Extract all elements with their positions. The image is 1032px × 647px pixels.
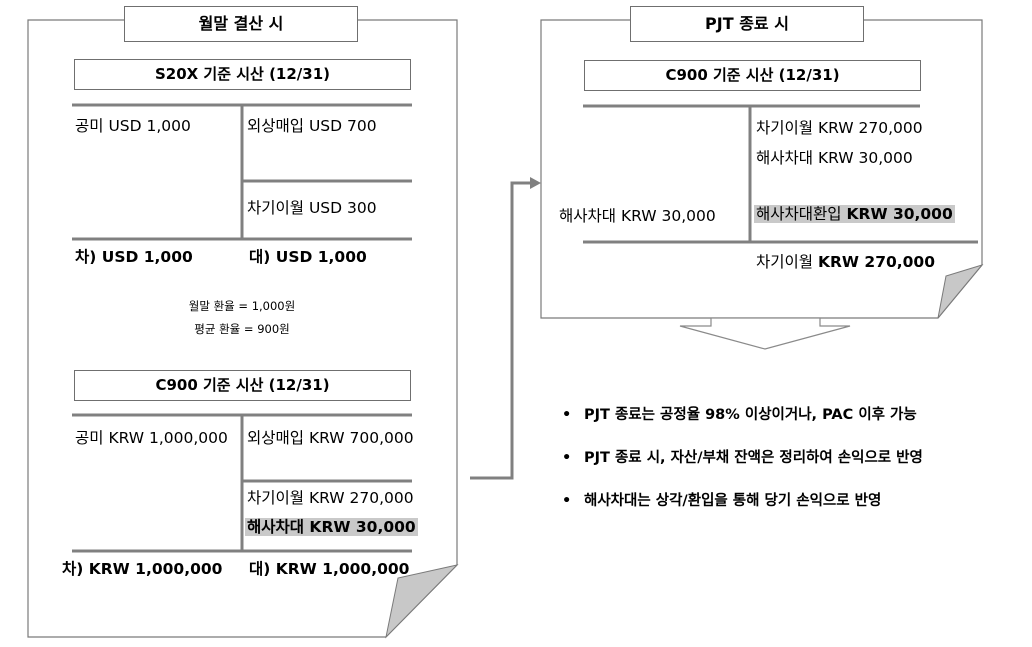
bullet-symbol: • [562, 450, 572, 466]
right-credit-total-prefix: 차기이월 [756, 253, 818, 271]
krw-trial-balance-title: C900 기준 시산 (12/31) [74, 370, 411, 401]
right-credit-line-2: 해사차대 KRW 30,000 [756, 149, 913, 167]
krw-t-account [72, 413, 412, 553]
left-panel-header: 월말 결산 시 [124, 6, 358, 42]
right-credit-line-1: 차기이월 KRW 270,000 [756, 119, 923, 137]
bullet-text: 해사차대는 상각/환입을 통해 당기 손익으로 반영 [584, 493, 882, 509]
bullet-symbol: • [562, 407, 572, 423]
right-credit-line-3-amount: KRW 30,000 [846, 205, 953, 223]
bullet-symbol: • [562, 493, 572, 509]
right-t-account [583, 104, 978, 244]
usd-debit-total: 차) USD 1,000 [75, 248, 193, 266]
krw-credit-line-3-highlight: 해사차대 KRW 30,000 [245, 518, 418, 536]
usd-credit-line-2: 차기이월 USD 300 [247, 199, 377, 217]
krw-debit-total: 차) KRW 1,000,000 [62, 560, 223, 578]
krw-credit-line-3: 해사차대 KRW 30,000 [245, 517, 418, 537]
right-credit-line-3-highlight: 해사차대환입 KRW 30,000 [754, 205, 955, 223]
bullet-text: PJT 종료는 공정율 98% 이상이거나, PAC 이후 가능 [584, 407, 917, 423]
right-credit-total-amount: KRW 270,000 [817, 253, 936, 271]
usd-credit-line-1: 외상매입 USD 700 [247, 117, 377, 135]
usd-credit-total: 대) USD 1,000 [249, 248, 367, 266]
right-credit-line-3: 해사차대환입 KRW 30,000 [754, 204, 955, 224]
average-rate: 평균 환율 = 900원 [194, 322, 290, 336]
right-debit-line-1: 해사차대 KRW 30,000 [559, 207, 716, 225]
krw-credit-line-2: 차기이월 KRW 270,000 [247, 489, 414, 507]
krw-credit-line-1: 외상매입 KRW 700,000 [247, 429, 414, 447]
usd-trial-balance-title: S20X 기준 시산 (12/31) [74, 59, 411, 90]
month-end-rate: 월말 환율 = 1,000원 [188, 299, 296, 313]
right-credit-line-3-prefix: 해사차대환입 [756, 205, 847, 223]
right-credit-total: 차기이월 KRW 270,000 [756, 252, 935, 272]
down-arrow [679, 317, 851, 350]
usd-debit-line-1: 공미 USD 1,000 [75, 117, 191, 135]
left-page-fold [385, 564, 459, 639]
connector-arrow [470, 181, 530, 480]
bullet-item: • 해사차대는 상각/환입을 통해 당기 손익으로 반영 [562, 489, 881, 510]
bullet-text: PJT 종료 시, 자산/부채 잔액은 정리하여 손익으로 반영 [584, 450, 923, 466]
usd-t-account [72, 103, 412, 241]
right-page-fold [937, 264, 984, 319]
bullet-item: • PJT 종료 시, 자산/부채 잔액은 정리하여 손익으로 반영 [562, 446, 923, 467]
krw-debit-line-1: 공미 KRW 1,000,000 [75, 429, 228, 447]
right-trial-balance-title: C900 기준 시산 (12/31) [584, 60, 921, 91]
connector-arrowhead [530, 177, 541, 189]
right-panel-header: PJT 종료 시 [630, 6, 864, 42]
krw-credit-total: 대) KRW 1,000,000 [249, 560, 410, 578]
bullet-item: • PJT 종료는 공정율 98% 이상이거나, PAC 이후 가능 [562, 403, 917, 424]
